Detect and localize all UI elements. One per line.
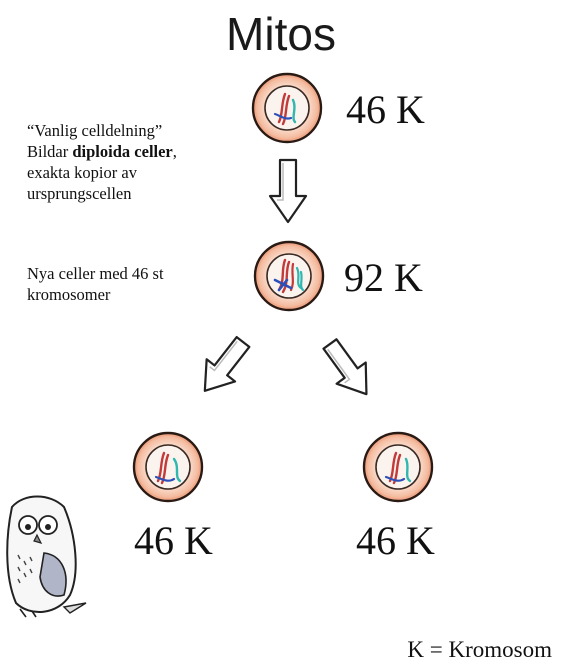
daughter-cell-left [132,431,204,503]
parent-chromosome-count: 46 K [346,87,425,132]
duplicated-chromosome-count: 92 K [344,255,423,300]
description-line-2: Bildar diploida celler, [27,142,177,161]
diagram-title: Mitos [226,8,336,60]
description-line-3: exakta kopior av [27,163,137,182]
note-line-2: kromosomer [27,285,111,304]
note-line-1: Nya celler med 46 st [27,264,164,283]
new-cells-note: Nya celler med 46 st kromosomer [27,263,257,305]
arrow-down-right-icon [314,332,383,406]
diploida-bold: diploida [72,142,131,161]
daughter-left-chromosome-count: 46 K [134,518,213,563]
owl-mascot-illustration [6,495,87,618]
description-line-4: ursprungscellen [27,184,132,203]
description-line-1: “Vanlig celldelning” [27,121,163,140]
daughter-right-chromosome-count: 46 K [356,518,435,563]
celler-bold: celler [134,142,173,161]
parent-cell [251,72,323,144]
arrow-down-icon [268,158,308,224]
duplicated-cell [253,240,325,312]
arrow-down-left-icon [189,329,259,404]
daughter-cell-right [362,431,434,503]
mitosis-description: “Vanlig celldelning” Bildar diploida cel… [27,120,257,204]
legend: K = Kromosom [407,637,552,662]
